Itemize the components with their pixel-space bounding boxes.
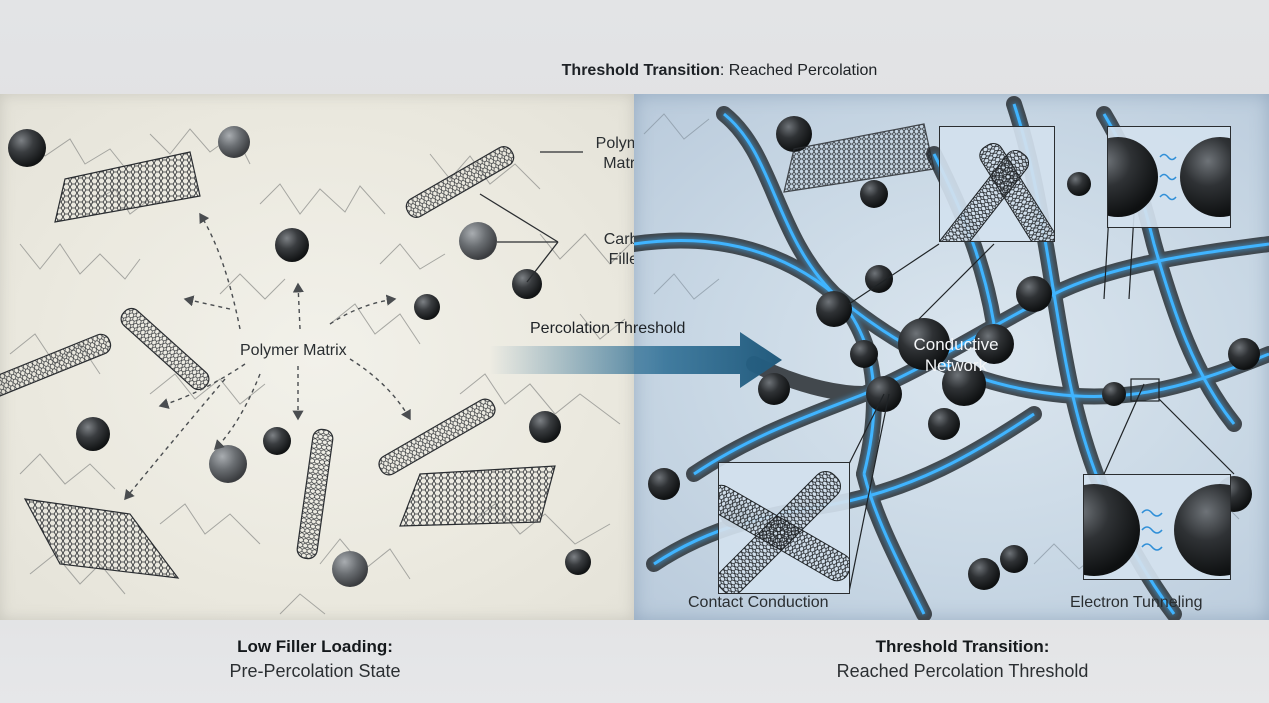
percolation-arrow <box>490 332 782 388</box>
inset-electron-tunneling <box>1083 474 1231 580</box>
carbon-black-particle <box>76 417 110 451</box>
carbon-black-particle <box>512 269 542 299</box>
caption-left-sub: Pre-Percolation State <box>229 661 401 681</box>
diagram-top-title: Threshold Transition: Reached Percolatio… <box>0 62 1269 80</box>
contact-conduction-label: Contact Conduction <box>688 594 829 611</box>
carbon-black-particle <box>218 126 250 158</box>
carbon-black-particle <box>275 228 309 262</box>
carbon-nanotube <box>296 428 334 560</box>
dispersion-arrows <box>124 212 411 501</box>
caption-right-sub: Reached Percolation Threshold <box>836 661 1089 681</box>
caption-left-title: Low Filler Loading: <box>237 637 393 656</box>
caption-right-title: Threshold Transition: <box>875 637 1050 656</box>
top-title-rest: : Reached Percolation <box>719 62 878 79</box>
left-panel-art <box>0 126 631 615</box>
caption-left: Low Filler Loading: Pre-Percolation Stat… <box>170 637 460 682</box>
graphene-sheet <box>783 123 935 193</box>
carbon-black-particle <box>8 129 46 167</box>
inset-tube-junction <box>939 126 1055 242</box>
callout-lines <box>479 151 583 283</box>
electron-tunneling-label: Electron Tunneling <box>1070 594 1203 611</box>
carbon-black-particle <box>529 411 561 443</box>
graphene-sheet <box>54 151 201 223</box>
conductive-network-label: Conductive Network <box>913 335 999 375</box>
carbon-nanotube <box>378 398 496 476</box>
panel-percolated: Conductive Network Contact Conduction El… <box>634 94 1269 620</box>
graphene-sheet <box>399 465 556 527</box>
graphene-sheet <box>23 498 180 579</box>
top-title-bold: Threshold Transition <box>561 62 720 79</box>
callout-carbon-fillers: Carbon Fillers <box>603 231 634 268</box>
carbon-black-particle <box>459 222 497 260</box>
percolation-threshold-label: Percolation Threshold <box>530 320 686 337</box>
caption-right: Threshold Transition: Reached Percolatio… <box>790 637 1135 682</box>
carbon-black-particle <box>332 551 368 587</box>
carbon-black-particle <box>414 294 440 320</box>
polymer-chains <box>9 128 631 615</box>
carbon-black-particle <box>565 549 591 575</box>
carbon-nanotube <box>120 307 210 391</box>
inset-contact-conduction <box>718 462 850 594</box>
carbon-nanotube <box>405 146 515 218</box>
carbon-black-particle <box>209 445 247 483</box>
callout-polymer-matrix: Polymer Matrix <box>595 135 634 172</box>
tunnel-zoom-box <box>1130 378 1160 402</box>
carbon-black-particle <box>263 427 291 455</box>
inset-leader-lines <box>848 213 1235 593</box>
inset-tunneling-top <box>1107 126 1231 228</box>
left-center-label: Polymer Matrix <box>240 342 347 359</box>
carbon-nanotube <box>0 333 112 405</box>
